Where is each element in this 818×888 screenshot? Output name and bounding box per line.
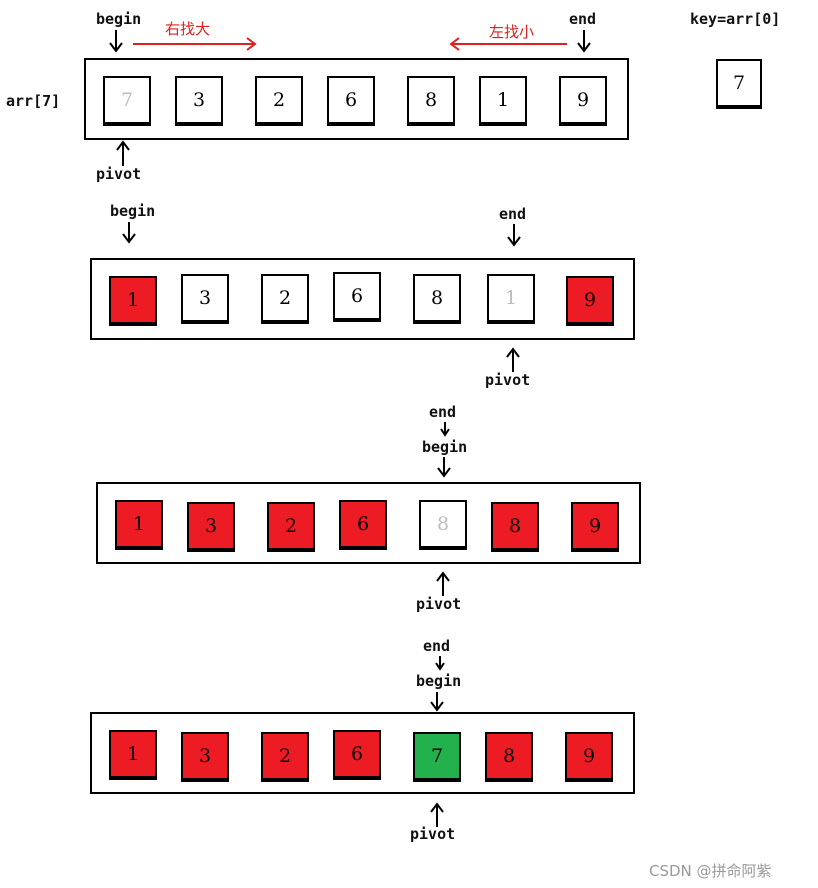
- array-cell: 3: [181, 274, 229, 324]
- end-arrow: [577, 30, 591, 53]
- array-cell: 1: [109, 730, 157, 780]
- end-arrow: [507, 224, 521, 247]
- end-label: end: [429, 403, 457, 421]
- array-cell: 8: [491, 502, 539, 552]
- pivot-arrow: [116, 140, 130, 166]
- key-box: 7: [716, 59, 762, 109]
- array-cell: 1: [487, 274, 535, 324]
- array-cell: 2: [261, 274, 309, 324]
- end-label: end: [499, 205, 527, 223]
- array-cell: 2: [267, 502, 315, 552]
- array-cell: 8: [419, 500, 467, 550]
- array-cell: 3: [175, 76, 223, 126]
- array-cell: 1: [479, 76, 527, 126]
- array-cell: 2: [255, 76, 303, 126]
- array-cell: 8: [407, 76, 455, 126]
- left-find-small-label: 左找小: [489, 23, 535, 41]
- begin-label: begin: [110, 202, 156, 220]
- begin-label: begin: [422, 438, 468, 456]
- pivot-arrow: [430, 802, 444, 827]
- left-arrow: [449, 37, 567, 51]
- end-label: end: [423, 637, 451, 655]
- begin-label: begin: [96, 10, 142, 28]
- array-cell: 6: [333, 272, 381, 322]
- begin-arrow: [122, 222, 136, 244]
- array-cell: 6: [339, 500, 387, 550]
- array-cell: 1: [115, 500, 163, 550]
- array-cell: 9: [565, 732, 613, 782]
- watermark: CSDN @拼命阿紫: [649, 862, 772, 880]
- end-label: end: [569, 10, 597, 28]
- arr-label: arr[7]: [6, 92, 61, 110]
- array-cell: 9: [571, 502, 619, 552]
- array-cell: 8: [413, 274, 461, 324]
- pivot-label: pivot: [410, 825, 456, 843]
- array-cell: 9: [559, 76, 607, 126]
- pivot-arrow: [436, 571, 450, 596]
- array-cell-pivot: 7: [413, 732, 461, 782]
- array-cell: 2: [261, 732, 309, 782]
- end-arrow: [435, 656, 445, 671]
- right-arrow: [133, 37, 257, 51]
- begin-arrow: [437, 457, 451, 478]
- array-cell: 6: [333, 730, 381, 780]
- array-cell: 3: [187, 502, 235, 552]
- begin-label: begin: [416, 672, 462, 690]
- array-cell: 9: [566, 276, 614, 326]
- begin-arrow: [109, 30, 123, 53]
- array-cell: 6: [327, 76, 375, 126]
- right-find-big-label: 右找大: [165, 20, 211, 38]
- pivot-label: pivot: [96, 165, 142, 183]
- key-label: key=arr[0]: [690, 10, 781, 28]
- array-cell: 8: [485, 732, 533, 782]
- begin-arrow: [430, 692, 444, 712]
- pivot-arrow: [506, 347, 520, 372]
- array-cell: 3: [181, 732, 229, 782]
- end-arrow: [440, 422, 450, 437]
- array-cell: 7: [103, 76, 151, 126]
- array-cell: 1: [109, 276, 157, 326]
- pivot-label: pivot: [485, 371, 531, 389]
- pivot-label: pivot: [416, 595, 462, 613]
